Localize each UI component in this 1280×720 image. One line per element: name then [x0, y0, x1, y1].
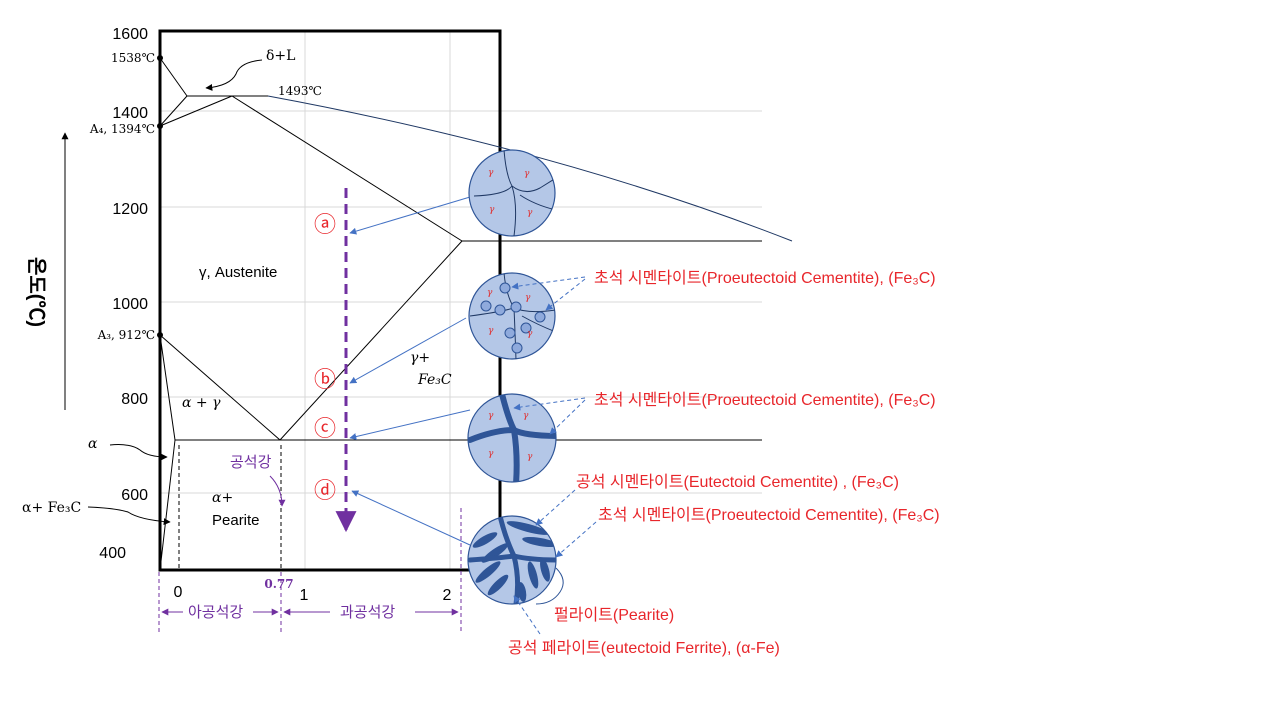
stage-marker-b: ⓑ — [314, 367, 336, 392]
key-points — [157, 55, 163, 338]
annotation-proeutectoid-3: 초석 시멘타이트(Proeutectoid Cementite), (Fe₃C) — [598, 506, 940, 524]
stage-link-arrows — [349, 196, 471, 546]
x-tick-0: 0 — [174, 584, 183, 601]
label-1493: 1493℃ — [278, 84, 322, 98]
label-alpha: α — [88, 436, 98, 452]
label-1538: 1538℃ — [111, 51, 155, 65]
annotation-eutectoid-cementite: 공석 시멘타이트(Eutectoid Cementite) , (Fe₃C) — [576, 473, 899, 491]
label-gamma-plus: γ+ — [410, 350, 430, 366]
svg-text:γ: γ — [527, 329, 533, 339]
x-axis-ticks: 0 1 2 — [174, 584, 452, 604]
temperature-labels: 1538℃ 1493℃ A₄, 1394℃ A₃, 912℃ — [89, 51, 322, 342]
svg-text:γ: γ — [525, 293, 531, 303]
svg-text:γ: γ — [489, 205, 495, 215]
y-tick-1000: 1000 — [112, 296, 148, 313]
svg-text:γ: γ — [488, 168, 494, 178]
y-tick-1200: 1200 — [112, 201, 148, 218]
annotation-proeutectoid-1: 초석 시멘타이트(Proeutectoid Cementite), (Fe₃C) — [594, 269, 936, 287]
y-tick-600: 600 — [121, 487, 148, 504]
svg-text:γ: γ — [523, 411, 529, 421]
microstructure-a: γ γ γ γ — [468, 149, 556, 237]
x-eutectoid-label: 0.77 — [264, 577, 293, 591]
pearlite-brace — [535, 567, 564, 605]
x-tick-2: 2 — [443, 587, 452, 604]
label-fe3c: Fe₃C — [417, 372, 452, 388]
label-hypo-steel: 아공석강 — [188, 604, 243, 621]
stage-markers: ⓐ ⓑ ⓒ ⓓ — [314, 212, 336, 503]
microstructure-d — [467, 515, 557, 605]
phase-labels: δ+L γ, Austenite γ+ Fe₃C α + γ α α+ Fe₃C… — [22, 48, 452, 529]
stage-marker-a: ⓐ — [314, 212, 336, 237]
label-a3: A₃, 912℃ — [97, 328, 155, 342]
callout-arrows — [511, 276, 597, 635]
annotation-proeutectoid-2: 초석 시멘타이트(Proeutectoid Cementite), (Fe₃C) — [594, 391, 936, 409]
label-austenite: γ, Austenite — [199, 264, 277, 281]
annotation-eutectoid-ferrite: 공석 페라이트(eutectoid Ferrite), (α-Fe) — [508, 639, 780, 657]
microstructure-c: γ γ γ γ — [467, 393, 557, 483]
y-tick-1400: 1400 — [112, 105, 148, 122]
phase-boundaries — [159, 57, 762, 571]
annotation-pearlite: 펄라이트(Pearite) — [554, 606, 674, 624]
svg-text:γ: γ — [527, 452, 533, 462]
y-tick-800: 800 — [121, 391, 148, 408]
grid-lines — [160, 32, 762, 570]
liquidus-curve — [267, 95, 793, 242]
label-eutectoid-steel: 공석강 — [230, 454, 272, 471]
y-tick-1600: 1600 — [112, 26, 148, 43]
svg-text:γ: γ — [487, 288, 493, 298]
svg-text:γ: γ — [527, 208, 533, 218]
svg-text:γ: γ — [488, 326, 494, 336]
svg-text:γ: γ — [524, 169, 530, 179]
label-delta-l: δ+L — [266, 48, 295, 64]
svg-text:γ: γ — [488, 411, 494, 421]
y-axis-label: 온도(℃) — [25, 257, 48, 327]
label-alpha-gamma: α + γ — [182, 395, 221, 411]
region-dashes — [158, 508, 462, 634]
steel-type-labels: 공석강 아공석강 과공석강 — [188, 454, 395, 621]
label-pearite: Pearite — [212, 512, 260, 529]
annotations: 초석 시멘타이트(Proeutectoid Cementite), (Fe₃C)… — [508, 269, 940, 657]
y-axis-ticks: 1600 1400 1200 1000 800 600 400 — [99, 26, 148, 562]
stage-marker-c: ⓒ — [314, 416, 336, 441]
eutectoid-pointer — [269, 475, 286, 507]
x-tick-1: 1 — [300, 587, 309, 604]
label-alpha-fe3c: α+ Fe₃C — [22, 500, 81, 516]
microstructure-b: γ γ γ γ — [468, 272, 556, 360]
label-hyper-steel: 과공석강 — [340, 604, 395, 621]
stage-marker-d: ⓓ — [314, 478, 336, 503]
y-tick-400: 400 — [99, 545, 126, 562]
label-alpha-plus: α+ — [212, 490, 233, 506]
label-a4: A₄, 1394℃ — [89, 122, 155, 136]
pointer-arrows — [87, 59, 263, 526]
svg-text:γ: γ — [488, 449, 494, 459]
